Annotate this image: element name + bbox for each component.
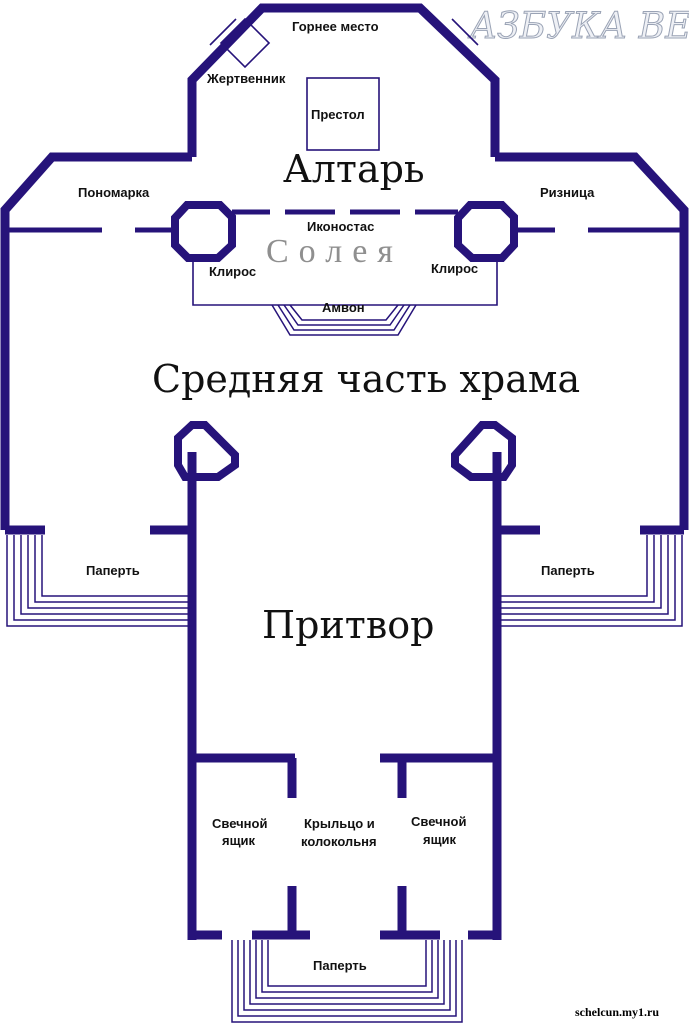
porch-left-steps [6,535,192,627]
label-paperť-left: Паперть [86,563,140,578]
label-middle: Средняя часть храма [152,357,580,401]
label-gornee: Горнее место [292,19,379,34]
label-kliros-left: Клирос [209,264,256,279]
outer-walls [0,3,689,940]
label-svechnoy-right-1: Свечной [411,814,466,829]
label-altar: Алтарь [283,147,425,191]
zhertvennik-table [219,17,271,69]
label-riznica: Ризница [540,185,595,200]
label-ikonostas: Иконостас [307,219,374,234]
label-svechnoy-left-1: Свечной [212,816,267,831]
nave-columns [174,421,516,481]
label-soleya: Солея [266,233,403,270]
porch-bottom-steps [231,940,463,1023]
room-labels: Горнее место Жертвенник Престол Алтарь П… [78,19,595,973]
label-kliros-right: Клирос [431,261,478,276]
label-zhertvennik: Жертвенник [206,71,286,86]
iconostasis-wall [5,209,684,233]
label-ponomarka: Пономарка [78,185,150,200]
label-krylco-1: Крыльцо и [304,816,375,831]
iconostasis-columns [171,201,518,262]
label-svechnoy-left-2: ящик [222,833,256,848]
website-credit: schelcun.my1.ru [575,1005,659,1019]
label-paperť-bottom: Паперть [313,958,367,973]
brand-watermark: АЗБУКА ВЕРЫ [467,6,689,47]
solea-platform [192,258,498,336]
porch-right-steps [497,535,683,627]
label-svechnoy-right-2: ящик [423,832,457,847]
label-pritvor: Притвор [262,603,434,647]
label-prestol: Престол [311,107,365,122]
label-paperť-right: Паперть [541,563,595,578]
label-krylco-2: колокольня [301,834,377,849]
prestol-table [306,77,380,151]
apse-details [209,17,479,151]
label-ambon: Амвон [322,300,365,315]
